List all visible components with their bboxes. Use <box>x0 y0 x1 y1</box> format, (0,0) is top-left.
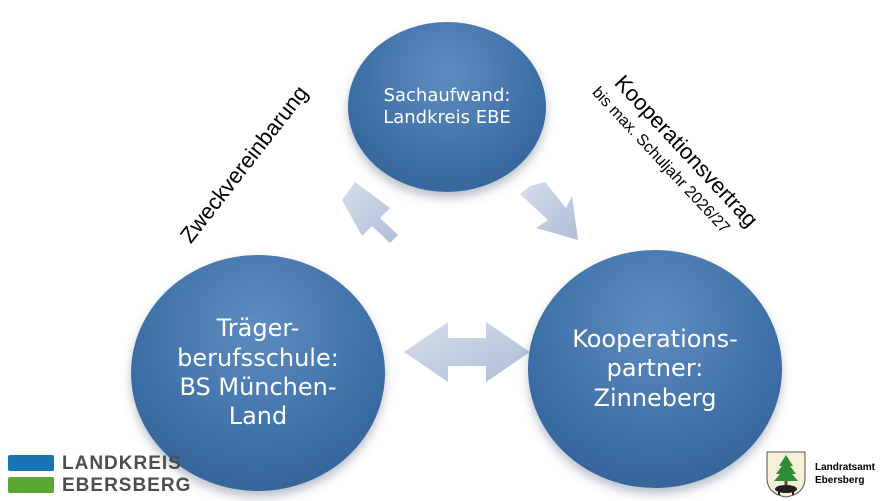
landratsamt-text: Landratsamt Ebersberg <box>815 462 875 487</box>
arrow-to-left-circle <box>342 182 398 243</box>
logo-bars-icon <box>8 455 54 499</box>
sachaufwand-text: Sachaufwand: Landkreis EBE <box>383 85 511 128</box>
landratsamt-logo: Landratsamt Ebersberg <box>765 448 882 501</box>
traegerberufsschule-text: Träger- berufsschule: BS München- Land <box>177 314 339 431</box>
logo-line1: LANDKREIS <box>62 453 182 474</box>
traegerberufsschule-circle: Träger- berufsschule: BS München- Land <box>131 255 385 491</box>
sachaufwand-circle: Sachaufwand: Landkreis EBE <box>348 22 546 192</box>
arrow-to-right-circle <box>520 182 578 240</box>
double-arrow <box>404 322 530 382</box>
crest-icon <box>766 451 806 498</box>
logo-line2: EBERSBERG <box>62 475 192 496</box>
landkreis-ebersberg-logo: LANDKREIS EBERSBERG <box>8 453 190 499</box>
kooperationspartner-circle: Kooperations- partner: Zinneberg <box>528 250 782 488</box>
landratsamt-line2: Ebersberg <box>815 474 865 486</box>
kooperationspartner-text: Kooperations- partner: Zinneberg <box>572 325 738 412</box>
landratsamt-line1: Landratsamt <box>815 462 876 473</box>
